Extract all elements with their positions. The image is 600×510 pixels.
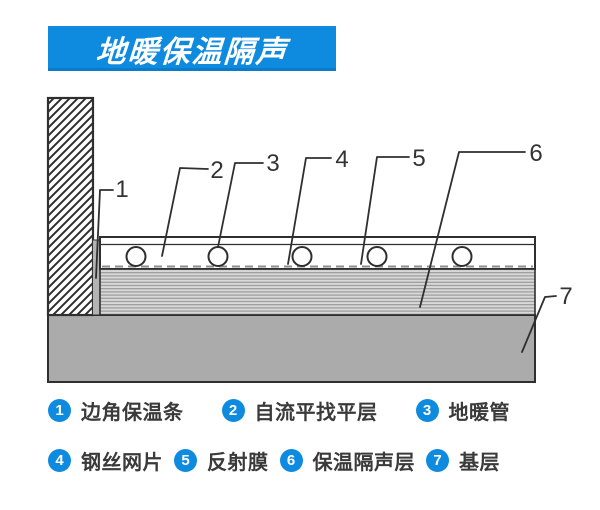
callout-number-1: 1 [115, 176, 128, 203]
legend-badge-7: 7 [426, 449, 449, 472]
legend-label-7: 基层 [459, 452, 500, 474]
legend-badge-6: 6 [279, 449, 303, 472]
legend-badge-4: 4 [48, 449, 71, 472]
legend-label-2: 自流平找平层 [254, 402, 378, 424]
legend-badge-1: 1 [48, 399, 71, 422]
callout-number-6: 6 [529, 140, 542, 167]
legend-row-2: 4 钢丝网片 5 反射膜 6 保温隔声层 7 基层 [48, 446, 500, 475]
legend-badge-5: 5 [174, 449, 197, 472]
legend-item-reflective-film: 5 反射膜 [174, 446, 269, 475]
leader-line-7 [521, 295, 557, 353]
leader-line-6 [419, 151, 526, 308]
legend-row-1: 1 边角保温条 2 自流平找平层 3 地暖管 [48, 396, 510, 425]
legend-label-3: 地暖管 [448, 402, 510, 424]
legend-badge-2: 2 [221, 399, 245, 422]
leader-line-3 [217, 162, 264, 248]
legend-item-insulation-layer: 6 保温隔声层 [279, 446, 416, 475]
callout-number-3: 3 [266, 150, 279, 177]
heating-pipe [125, 246, 147, 267]
legend-item-edge-strip: 1 边角保温条 [48, 396, 184, 425]
callout-number-5: 5 [412, 145, 425, 172]
legend-item-wire-mesh: 4 钢丝网片 [48, 446, 163, 475]
heating-pipes [125, 246, 473, 267]
heating-pipe [366, 246, 388, 267]
insulation-sound-layer [99, 268, 536, 316]
leader-line-5 [360, 156, 410, 265]
legend-item-self-leveling: 2 自流平找平层 [221, 396, 378, 425]
heating-pipe [207, 246, 229, 267]
legend-badge-3: 3 [415, 399, 439, 422]
legend-item-heating-pipe: 3 地暖管 [415, 396, 511, 425]
base-layer [47, 314, 536, 383]
leader-line-1 [95, 189, 114, 279]
heating-pipe [291, 246, 313, 267]
legend-label-1: 边角保温条 [81, 402, 184, 424]
legend-item-base-layer: 7 基层 [426, 446, 500, 475]
callout-number-2: 2 [210, 157, 223, 184]
title-banner: 地暖保温隔声 [48, 26, 336, 71]
heating-pipe [451, 246, 473, 267]
legend-label-5: 反射膜 [207, 452, 269, 474]
legend-label-4: 钢丝网片 [81, 452, 163, 474]
legend-label-6: 保温隔声层 [312, 452, 415, 474]
leader-line-4 [287, 157, 332, 265]
wall-hatched [46, 96, 95, 317]
callout-number-7: 7 [559, 283, 572, 310]
leader-line-2 [161, 167, 209, 257]
callout-number-4: 4 [335, 146, 348, 173]
